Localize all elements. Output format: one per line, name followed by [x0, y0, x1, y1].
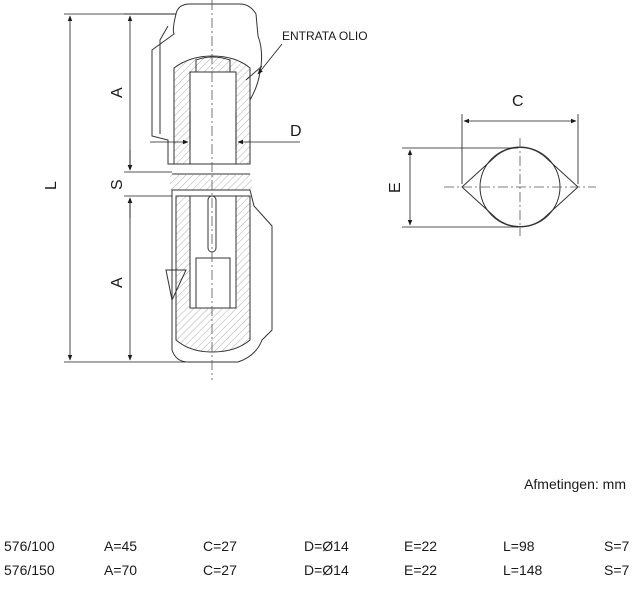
bottom-knuckle [171, 189, 273, 363]
label-E: E [387, 182, 404, 193]
spec-row: 576/150 A=70 C=27 D=Ø14 E=22 L=148 S=7 [4, 562, 634, 586]
bottom-section-hatch [175, 195, 251, 353]
spec-L: L=98 [503, 538, 535, 554]
units-label: Afmetingen: mm [524, 476, 626, 492]
spec-table: 576/100 A=45 C=27 D=Ø14 E=22 L=98 S=7 57… [4, 538, 634, 586]
spec-C: C=27 [203, 538, 237, 554]
label-D: D [290, 123, 302, 140]
label-A-top: A [109, 87, 126, 98]
dimension-D [150, 112, 300, 150]
spec-model: 576/150 [4, 562, 55, 578]
top-knuckle [151, 3, 263, 165]
spec-C: C=27 [203, 562, 237, 578]
oil-inlet-label: ENTRATA OLIO [282, 29, 368, 43]
technical-drawing: L A S A D ENTRATA OLIO C [43, 0, 596, 380]
spec-D: D=Ø14 [304, 538, 349, 554]
spec-A: A=45 [104, 538, 138, 554]
oil-inlet-leader [257, 43, 283, 75]
spec-S: S=7 [604, 562, 630, 578]
spec-L: L=148 [503, 562, 543, 578]
label-S: S [109, 179, 126, 190]
dimension-E [402, 147, 518, 228]
label-C: C [512, 93, 524, 110]
spec-model: 576/100 [4, 538, 55, 554]
dimension-S [124, 150, 172, 218]
dimension-A-top [124, 13, 176, 173]
label-A-bottom: A [109, 277, 126, 288]
label-L: L [43, 181, 60, 190]
dimension-C [461, 114, 579, 184]
spec-A: A=70 [104, 562, 138, 578]
spec-E: E=22 [404, 562, 438, 578]
spec-S: S=7 [604, 538, 630, 554]
spec-row: 576/100 A=45 C=27 D=Ø14 E=22 L=98 S=7 [4, 538, 634, 562]
spec-E: E=22 [404, 538, 438, 554]
spec-D: D=Ø14 [304, 562, 349, 578]
pin-upper [189, 71, 237, 165]
